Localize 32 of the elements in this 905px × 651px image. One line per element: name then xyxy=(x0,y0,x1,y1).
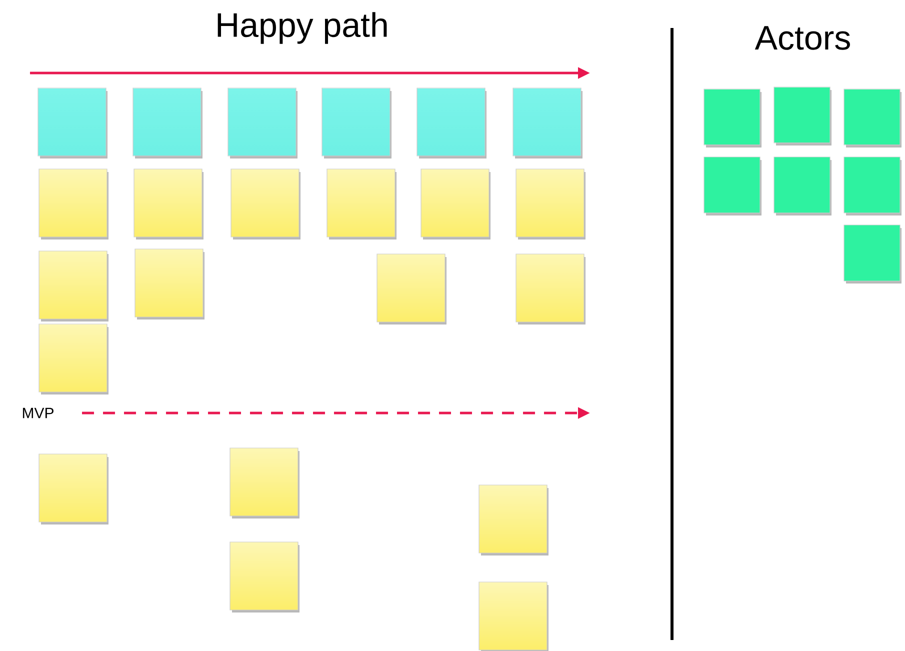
sticky-note xyxy=(38,324,108,394)
sticky-note xyxy=(134,168,204,240)
sticky-note xyxy=(844,88,902,148)
sticky-note xyxy=(326,168,396,240)
sticky-note xyxy=(230,168,300,240)
line-label: MVP xyxy=(22,408,54,418)
section-heading: Happy path xyxy=(218,12,387,44)
sticky-note xyxy=(38,168,108,240)
sticky-note xyxy=(322,88,392,158)
section-heading: Actors xyxy=(754,26,850,50)
sticky-note xyxy=(516,168,586,240)
sticky-note xyxy=(844,224,902,284)
sticky-note xyxy=(416,88,486,158)
sticky-note xyxy=(420,168,490,240)
sticky-note xyxy=(512,88,582,158)
sticky-note xyxy=(132,88,202,158)
sticky-note xyxy=(38,250,108,322)
sticky-note xyxy=(704,156,762,216)
sticky-note xyxy=(230,448,300,518)
sticky-note xyxy=(38,454,108,524)
sticky-note xyxy=(230,542,300,612)
sticky-note xyxy=(38,88,108,158)
sticky-note xyxy=(774,86,832,146)
sticky-note xyxy=(478,484,548,556)
sticky-note xyxy=(376,254,446,324)
sticky-note xyxy=(228,88,298,158)
sticky-note xyxy=(704,88,762,148)
sticky-note xyxy=(134,248,204,320)
sticky-note xyxy=(844,156,902,216)
sticky-note xyxy=(478,582,548,651)
sticky-note xyxy=(774,156,832,216)
sticky-note xyxy=(516,254,586,324)
